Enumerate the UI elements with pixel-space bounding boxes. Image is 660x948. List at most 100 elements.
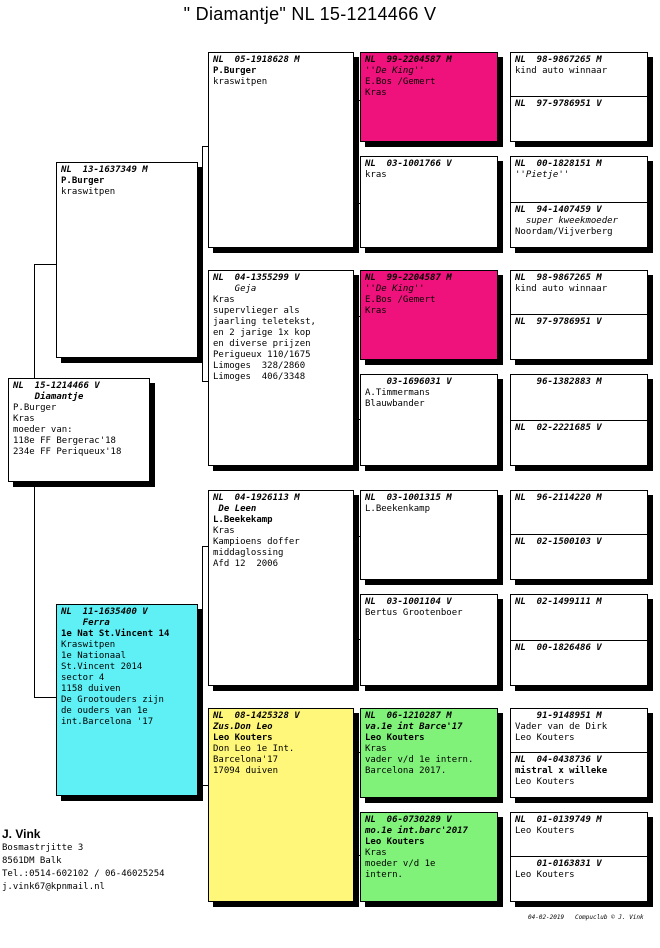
card-line: De Grootouders zijn bbox=[61, 695, 164, 705]
card-divider bbox=[511, 856, 647, 857]
owner-address: Bosmastrjitte 3 bbox=[2, 843, 84, 853]
card-line: kraswitpen bbox=[213, 77, 268, 87]
card-line: Leo Kouters bbox=[515, 870, 575, 880]
card-line: 118e FF Bergerac'18 bbox=[13, 436, 116, 446]
ring-number: NL 02-1499111 M bbox=[515, 597, 602, 607]
card-line: Zus.Don Leo bbox=[213, 722, 273, 732]
card-line: Noordam/Vijverberg bbox=[515, 227, 613, 237]
ring-number: NL 03-1001104 V bbox=[365, 597, 452, 607]
pedigree-card-gen3-1[interactable]: NL 05-1918628 M P.Burger kraswitpen bbox=[208, 52, 354, 248]
card-line: Diamantje bbox=[13, 392, 84, 402]
pedigree-title: " Diamantje" NL 15-1214466 V bbox=[183, 4, 437, 24]
card-line: P.Burger bbox=[61, 176, 105, 186]
card-line: Kras bbox=[365, 88, 387, 98]
card-line: Kras bbox=[13, 414, 35, 424]
pedigree-card-subject[interactable]: NL 15-1214466 V Diamantje P.Burger Kras … bbox=[8, 378, 150, 482]
card-line: Vader van de Dirk bbox=[515, 722, 608, 732]
card-divider bbox=[511, 420, 647, 421]
card-line: De Leen bbox=[213, 504, 257, 514]
ring-number: NL 00-1826486 V bbox=[515, 643, 602, 653]
card-line: int.Barcelona '17 bbox=[61, 717, 154, 727]
card-divider bbox=[511, 640, 647, 641]
connector-gen3-a bbox=[354, 100, 360, 204]
card-line: St.Vincent 2014 bbox=[61, 662, 143, 672]
owner-city: 8561DM Balk bbox=[2, 856, 62, 866]
card-line: ''De King'' bbox=[365, 66, 425, 76]
card-line: Kraswitpen bbox=[61, 640, 116, 650]
card-line: kraswitpen bbox=[61, 187, 116, 197]
card-line: moeder v/d 1e bbox=[365, 859, 436, 869]
ring-number: NL 98-9867265 M bbox=[515, 55, 602, 65]
pedigree-card-gen4-3[interactable]: NL 99-2204587 M ''De King'' E.Bos /Gemer… bbox=[360, 270, 498, 360]
pedigree-card-dam[interactable]: NL 11-1635400 V Ferra 1e Nat St.Vincent … bbox=[56, 604, 198, 796]
pedigree-card-gen5-4[interactable]: 96-1382883 M NL 02-2221685 V bbox=[510, 374, 648, 466]
pedigree-card-gen5-3[interactable]: NL 98-9867265 M kind auto winnaar NL 97-… bbox=[510, 270, 648, 360]
card-line: Limoges 406/3348 bbox=[213, 372, 306, 382]
card-line: L.Beekekamp bbox=[213, 515, 273, 525]
pedigree-card-gen3-3[interactable]: NL 04-1926113 M De Leen L.Beekekamp Kras… bbox=[208, 490, 354, 686]
card-line: E.Bos /Gemert bbox=[365, 295, 436, 305]
card-divider bbox=[511, 534, 647, 535]
card-line: mistral x willeke bbox=[515, 766, 608, 776]
pedigree-card-gen4-1[interactable]: NL 99-2204587 M ''De King'' E.Bos /Gemer… bbox=[360, 52, 498, 142]
pedigree-card-gen5-8[interactable]: NL 01-0139749 M Leo Kouters 01-0163831 V… bbox=[510, 812, 648, 902]
ring-number: NL 03-1001315 M bbox=[365, 493, 452, 503]
card-line: 1e Nationaal bbox=[61, 651, 127, 661]
ring-number: NL 94-1407459 V bbox=[515, 205, 602, 215]
pedigree-card-gen4-7[interactable]: NL 06-1210287 M va.1e int Barce'17 Leo K… bbox=[360, 708, 498, 798]
card-line: L.Beekenkamp bbox=[365, 504, 431, 514]
ring-number: 03-1696031 V bbox=[365, 377, 452, 387]
ring-number: NL 96-2114220 M bbox=[515, 493, 602, 503]
pedigree-card-gen5-6[interactable]: NL 02-1499111 M NL 00-1826486 V bbox=[510, 594, 648, 686]
card-line: Kras bbox=[365, 848, 387, 858]
card-divider bbox=[511, 314, 647, 315]
card-line: vader v/d 1e intern. bbox=[365, 755, 474, 765]
card-line: A.Timmermans bbox=[365, 388, 431, 398]
card-line: Leo Kouters bbox=[213, 733, 273, 743]
card-line: Leo Kouters bbox=[365, 733, 425, 743]
ring-number: NL 98-9867265 M bbox=[515, 273, 602, 283]
pedigree-card-gen3-2[interactable]: NL 04-1355299 V Geja Kras supervlieger a… bbox=[208, 270, 354, 466]
card-line: de ouders van 1e bbox=[61, 706, 148, 716]
pedigree-card-gen4-6[interactable]: NL 03-1001104 V Bertus Grootenboer bbox=[360, 594, 498, 686]
card-line: Leo Kouters bbox=[515, 826, 575, 836]
card-line: Kras bbox=[213, 295, 235, 305]
card-line: Perigueux 110/1675 bbox=[213, 350, 311, 360]
ring-number: NL 06-1210287 M bbox=[365, 711, 452, 721]
card-line: Leo Kouters bbox=[365, 837, 425, 847]
ring-number: NL 04-1355299 V bbox=[213, 273, 300, 283]
connector-gen2-sire bbox=[202, 146, 210, 382]
ring-number: 01-0163831 V bbox=[515, 859, 602, 869]
card-line: supervlieger als bbox=[213, 306, 300, 316]
pedigree-card-gen4-5[interactable]: NL 03-1001315 M L.Beekenkamp bbox=[360, 490, 498, 580]
ring-number: NL 02-1500103 V bbox=[515, 537, 602, 547]
card-line: P.Burger bbox=[13, 403, 57, 413]
card-line: ''De King'' bbox=[365, 284, 425, 294]
ring-number: NL 04-0438736 V bbox=[515, 755, 602, 765]
card-line: Kras bbox=[365, 744, 387, 754]
pedigree-card-gen3-4[interactable]: NL 08-1425328 V Zus.Don Leo Leo Kouters … bbox=[208, 708, 354, 902]
ring-number: NL 00-1828151 M bbox=[515, 159, 602, 169]
pedigree-card-gen4-4[interactable]: 03-1696031 V A.Timmermans Blauwbander bbox=[360, 374, 498, 466]
ring-number: NL 02-2221685 V bbox=[515, 423, 602, 433]
ring-number: NL 05-1918628 M bbox=[213, 55, 300, 65]
owner-email[interactable]: j.vink67@kpnmail.nl bbox=[2, 882, 105, 892]
ring-number: NL 06-0730289 V bbox=[365, 815, 452, 825]
ring-number: 91-9148951 M bbox=[515, 711, 602, 721]
pedigree-card-gen5-7[interactable]: 91-9148951 M Vader van de Dirk Leo Koute… bbox=[510, 708, 648, 798]
connector-gen3-b bbox=[354, 316, 360, 420]
pedigree-card-sire[interactable]: NL 13-1637349 M P.Burger kraswitpen bbox=[56, 162, 198, 358]
ring-number: NL 97-9786951 V bbox=[515, 99, 602, 109]
pedigree-card-gen4-2[interactable]: NL 03-1001766 V kras bbox=[360, 156, 498, 248]
connector-gen3-d bbox=[354, 752, 360, 856]
pedigree-card-gen4-8[interactable]: NL 06-0730289 V mo.1e int.barc'2017 Leo … bbox=[360, 812, 498, 902]
card-line: moeder van: bbox=[13, 425, 73, 435]
pedigree-card-gen5-2[interactable]: NL 00-1828151 M ''Pietje'' NL 94-1407459… bbox=[510, 156, 648, 248]
card-line: 1e Nat St.Vincent 14 bbox=[61, 629, 170, 639]
owner-name: J. Vink bbox=[2, 827, 41, 841]
card-line: Leo Kouters bbox=[515, 777, 575, 787]
pedigree-card-gen5-5[interactable]: NL 96-2114220 M NL 02-1500103 V bbox=[510, 490, 648, 580]
pedigree-card-gen5-1[interactable]: NL 98-9867265 M kind auto winnaar NL 97-… bbox=[510, 52, 648, 142]
card-line: Barcelona 2017. bbox=[365, 766, 447, 776]
card-line: 234e FF Periqueux'18 bbox=[13, 447, 122, 457]
